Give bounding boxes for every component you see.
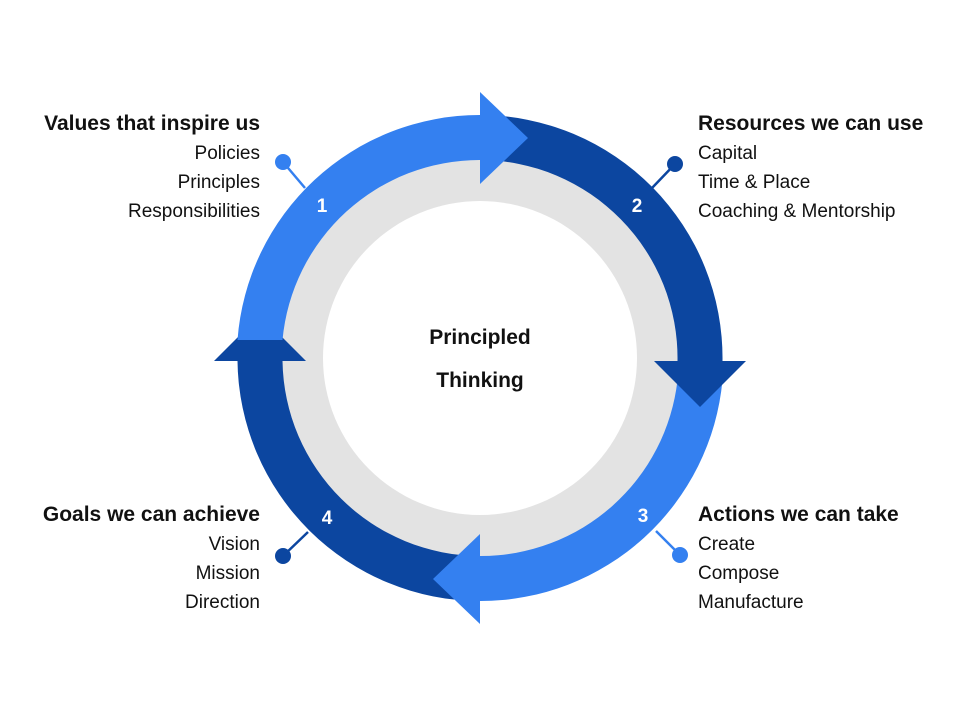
step-item: Capital	[698, 143, 758, 164]
center-title-line1: Principled	[429, 326, 531, 349]
step-item: Manufacture	[698, 592, 804, 613]
step-item: Principles	[177, 172, 260, 193]
step-number-3: 3	[638, 506, 649, 527]
step-item: Time & Place	[698, 172, 811, 193]
step-number-1: 1	[317, 196, 328, 217]
step-number-2: 2	[632, 196, 643, 217]
step-item: Responsibilities	[127, 201, 260, 222]
connector-1	[275, 154, 306, 189]
step-item: Vision	[208, 534, 260, 555]
step-block-actions: Actions we can take Create Compose Manuf…	[698, 500, 958, 617]
center-title-line2: Thinking	[436, 369, 524, 392]
step-block-values: Values that inspire us Policies Principl…	[0, 109, 260, 226]
arc-segment-1	[237, 92, 528, 341]
step-block-goals: Goals we can achieve Vision Mission Dire…	[0, 500, 260, 617]
connector-2	[651, 156, 683, 189]
step-item: Direction	[185, 592, 260, 613]
step-number-4: 4	[322, 508, 333, 529]
connector-4	[275, 531, 309, 564]
step-item: Create	[698, 534, 756, 555]
center-hole	[323, 201, 637, 515]
step-title: Values that inspire us	[44, 112, 260, 135]
step-item: Coaching & Mentorship	[698, 201, 896, 222]
connector-3	[655, 530, 688, 563]
step-item: Mission	[195, 563, 260, 584]
step-title: Actions we can take	[698, 503, 899, 526]
step-title: Resources we can use	[698, 112, 924, 135]
step-item: Policies	[194, 143, 260, 164]
step-block-resources: Resources we can use Capital Time & Plac…	[698, 109, 958, 226]
step-item: Compose	[698, 563, 780, 584]
step-title: Goals we can achieve	[42, 503, 260, 526]
